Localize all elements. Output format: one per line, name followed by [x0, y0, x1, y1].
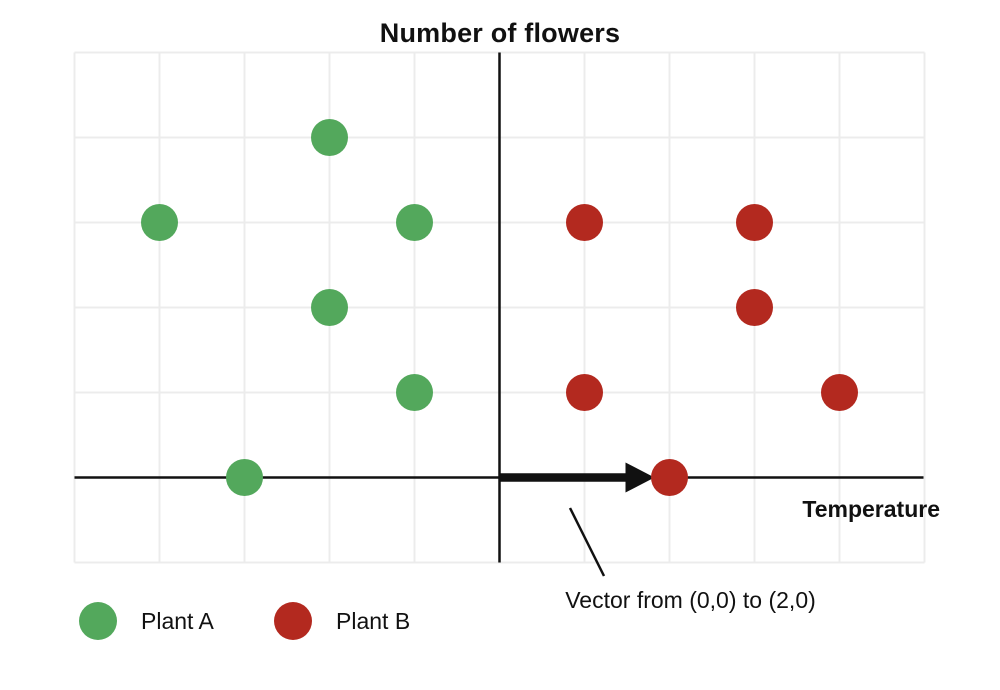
data-point-plant-b	[651, 459, 688, 496]
vector-arrow-head	[625, 462, 655, 493]
data-point-plant-a	[311, 119, 348, 156]
annotation-pointer-line	[568, 507, 606, 577]
data-point-plant-b	[736, 289, 773, 326]
legend-label-plant-a: Plant A	[141, 608, 214, 634]
legend-label-plant-b: Plant B	[336, 608, 411, 634]
data-point-plant-a	[396, 374, 433, 411]
data-point-plant-b	[821, 374, 858, 411]
data-point-plant-a	[141, 204, 178, 241]
data-point-plant-b	[736, 204, 773, 241]
legend-item-plant-a: Plant A	[79, 602, 214, 640]
vector-annotation-label: Vector from (0,0) to (2,0)	[565, 587, 816, 613]
data-point-plant-a	[226, 459, 263, 496]
plant-b-dot-icon	[274, 602, 312, 640]
data-point-plant-b	[566, 204, 603, 241]
data-point-plant-b	[566, 374, 603, 411]
x-axis-label: Temperature	[802, 496, 940, 522]
legend-item-plant-b: Plant B	[274, 602, 410, 640]
data-point-plant-a	[396, 204, 433, 241]
data-point-plant-a	[311, 289, 348, 326]
plant-a-dot-icon	[79, 602, 117, 640]
chart-title: Number of flowers	[379, 18, 621, 48]
legend: Plant A Plant B	[79, 602, 479, 640]
